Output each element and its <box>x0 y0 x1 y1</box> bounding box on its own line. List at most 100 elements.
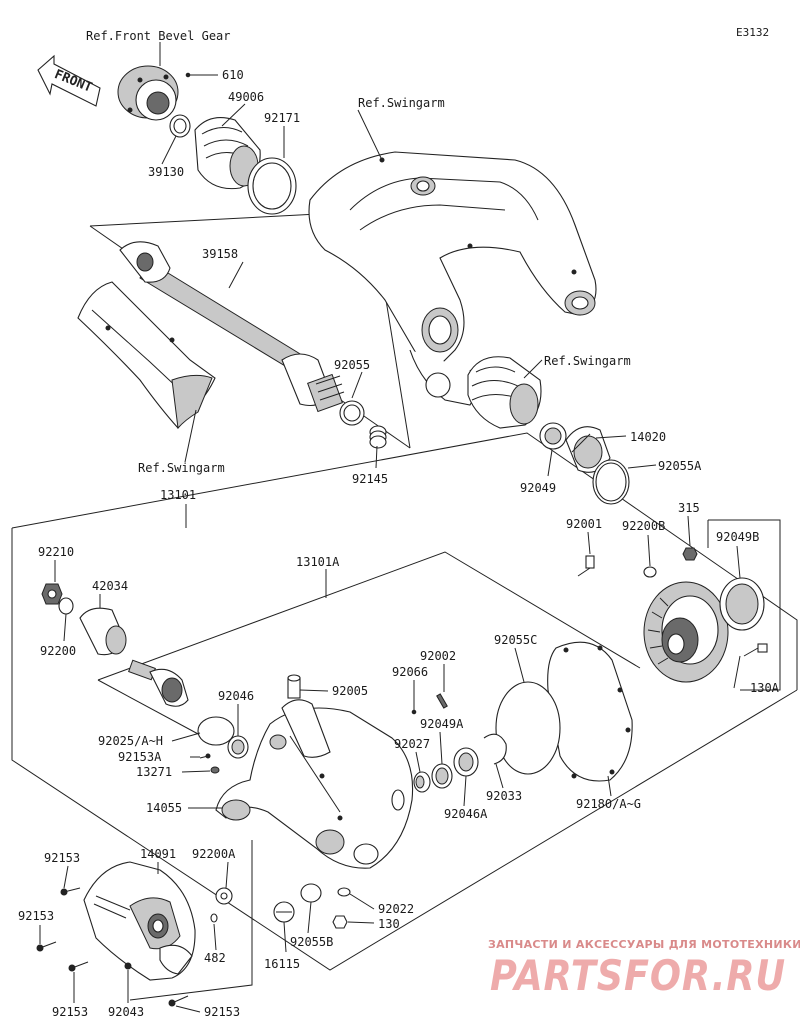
ring-gear <box>643 581 729 683</box>
label-39158[interactable]: 39158 <box>202 247 238 261</box>
label-92049[interactable]: 92049 <box>520 481 556 495</box>
seal-92049 <box>539 422 567 450</box>
stud-92043 <box>124 962 132 970</box>
label-92001[interactable]: 92001 <box>566 517 602 531</box>
swingarm-left-arm <box>77 281 216 430</box>
ref-swingarm-top[interactable]: Ref.Swingarm <box>358 96 445 110</box>
bolt-92153A <box>199 753 211 759</box>
swingarm-boot <box>467 356 542 429</box>
seal-92049B <box>719 577 765 631</box>
watermark: ЗАПЧАСТИ И АКСЕССУАРЫ ДЛЯ МОТОТЕХНИКИ PA… <box>488 938 800 1000</box>
ref-front-bevel-gear[interactable]: Ref.Front Bevel Gear <box>86 29 231 43</box>
collar-92027 <box>413 771 431 793</box>
o-ring-92055A <box>592 459 630 505</box>
plug-92005 <box>287 674 301 699</box>
label-315[interactable]: 315 <box>678 501 700 515</box>
washer-92200B <box>643 566 657 578</box>
part-13271 <box>210 766 220 774</box>
label-92055C[interactable]: 92055C <box>494 633 537 647</box>
o-ring-92055B <box>300 883 322 903</box>
o-ring-92055C <box>495 681 561 775</box>
ring-92055 <box>339 400 365 426</box>
circlip-92033 <box>483 733 507 765</box>
label-14091[interactable]: 14091 <box>140 847 176 861</box>
label-39130[interactable]: 39130 <box>148 165 184 179</box>
ref-swingarm-left[interactable]: Ref.Swingarm <box>138 461 225 475</box>
ref-swingarm-boot[interactable]: Ref.Swingarm <box>544 354 631 368</box>
label-92027[interactable]: 92027 <box>394 737 430 751</box>
bearing-92046 <box>227 735 249 759</box>
nut-315 <box>682 547 698 561</box>
label-92049A[interactable]: 92049A <box>420 717 464 731</box>
label-92025[interactable]: 92025/A~H <box>98 734 163 748</box>
stud-92002 <box>436 693 448 709</box>
label-92022[interactable]: 92022 <box>378 902 414 916</box>
drive-shaft-39158 <box>119 241 345 413</box>
seal-92049A <box>431 763 453 789</box>
leader-lines <box>39 42 741 1013</box>
bolt-130A <box>743 643 768 657</box>
washer-92022 <box>337 887 351 897</box>
ring-39130 <box>169 114 191 138</box>
label-13101[interactable]: 13101 <box>160 488 196 502</box>
bolt-130 <box>332 915 348 929</box>
label-92171[interactable]: 92171 <box>264 111 300 125</box>
label-130[interactable]: 130 <box>378 917 400 931</box>
nut-92210 <box>41 583 63 605</box>
label-42034[interactable]: 42034 <box>92 579 128 593</box>
watermark-tagline: ЗАПЧАСТИ И АКСЕССУАРЫ ДЛЯ МОТОТЕХНИКИ <box>488 938 800 951</box>
label-92153A[interactable]: 92153A <box>118 750 162 764</box>
label-92049B[interactable]: 92049B <box>716 530 759 544</box>
label-482[interactable]: 482 <box>204 951 226 965</box>
gasket-92180 <box>547 641 633 782</box>
spring-92145 <box>369 425 387 449</box>
label-92055B[interactable]: 92055B <box>290 935 333 949</box>
label-13101A[interactable]: 13101A <box>296 555 340 569</box>
label-92200A[interactable]: 92200A <box>192 847 236 861</box>
label-92200[interactable]: 92200 <box>40 644 76 658</box>
washer-92200 <box>58 597 74 615</box>
label-13271[interactable]: 13271 <box>136 765 172 779</box>
pinion-gear <box>128 659 189 707</box>
label-92180[interactable]: 92180/A~G <box>576 797 641 811</box>
swingarm-illustration <box>308 151 597 406</box>
dowel-92066 <box>411 709 417 715</box>
bearing-92046A <box>453 747 479 777</box>
label-92153-b[interactable]: 92153 <box>18 909 54 923</box>
label-14055[interactable]: 14055 <box>146 801 182 815</box>
front-direction-arrow: FRONT <box>37 54 101 107</box>
label-92005[interactable]: 92005 <box>332 684 368 698</box>
label-92043[interactable]: 92043 <box>108 1005 144 1019</box>
cover-14091 <box>83 861 196 981</box>
label-92046A[interactable]: 92046A <box>444 807 488 821</box>
label-92055[interactable]: 92055 <box>334 358 370 372</box>
front-bevel-gear-illustration <box>117 65 191 121</box>
label-610[interactable]: 610 <box>222 68 244 82</box>
shim-92025 <box>197 716 235 746</box>
diagram-code: E3132 <box>736 26 769 39</box>
label-49006[interactable]: 49006 <box>228 90 264 104</box>
ring-482 <box>210 913 218 923</box>
label-92153-d[interactable]: 92153 <box>204 1005 240 1019</box>
label-92153-a[interactable]: 92153 <box>44 851 80 865</box>
washer-92200A <box>215 887 233 905</box>
band-92171 <box>247 157 297 215</box>
watermark-logo: PARTSFOR.RU <box>490 951 786 1000</box>
label-14020[interactable]: 14020 <box>630 430 666 444</box>
label-92066[interactable]: 92066 <box>392 665 428 679</box>
part-labels: E3132 Ref.Front Bevel Gear Ref.Swingarm … <box>18 26 780 1019</box>
cap-16115 <box>273 901 295 923</box>
label-92033[interactable]: 92033 <box>486 789 522 803</box>
label-92200B[interactable]: 92200B <box>622 519 665 533</box>
label-92153-c[interactable]: 92153 <box>52 1005 88 1019</box>
bolt-92001 <box>577 555 595 577</box>
label-16115[interactable]: 16115 <box>264 957 300 971</box>
label-92046[interactable]: 92046 <box>218 689 254 703</box>
label-92055A[interactable]: 92055A <box>658 459 702 473</box>
label-130A[interactable]: 130A <box>750 681 780 695</box>
label-92002[interactable]: 92002 <box>420 649 456 663</box>
label-92210[interactable]: 92210 <box>38 545 74 559</box>
label-92145[interactable]: 92145 <box>352 472 388 486</box>
